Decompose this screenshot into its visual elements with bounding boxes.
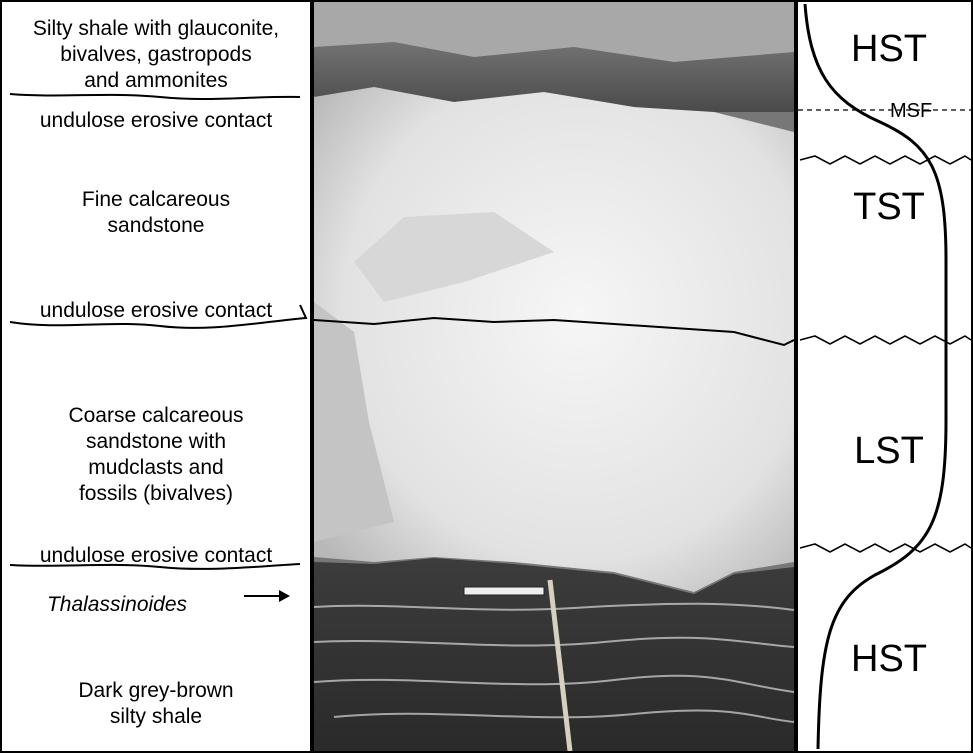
unit4-description: Dark grey-brown silty shale: [6, 678, 306, 730]
hst-top-label: HST: [834, 28, 944, 71]
unit3-line2: sandstone with: [6, 429, 306, 455]
tst-label: TST: [834, 186, 944, 229]
unit2-description: Fine calcareous sandstone: [6, 187, 306, 239]
sequence-stratigraphy-column: HST MSF TST LST HST: [796, 0, 973, 753]
unit3-line1: Coarse calcareous: [6, 403, 306, 429]
unit3-line4: fossils (bivalves): [6, 481, 306, 507]
lithology-description-column: Silty shale with glauconite, bivalves, g…: [0, 0, 312, 753]
msf-label: MSF: [890, 100, 950, 123]
contact3-label: undulose erosive contact: [6, 543, 306, 569]
contact2-label: undulose erosive contact: [6, 298, 306, 324]
thalassinoides-label: Thalassinoides: [2, 592, 232, 618]
unit1-line2: bivalves, gastropods: [6, 42, 306, 68]
unit1-line3: and ammonites: [6, 68, 306, 94]
unit3-line3: mudclasts and: [6, 455, 306, 481]
unit1-line1: Silty shale with glauconite,: [6, 16, 306, 42]
unit4-line1: Dark grey-brown: [6, 678, 306, 704]
unit3-description: Coarse calcareous sandstone with mudclas…: [6, 403, 306, 507]
outcrop-photo-drawing: [314, 2, 794, 751]
scale-bar: [464, 587, 544, 595]
outcrop-photograph: [312, 0, 796, 753]
unit2-line1: Fine calcareous: [6, 187, 306, 213]
dark-silty-shale-layer: [314, 558, 794, 751]
lst-label: LST: [834, 430, 944, 473]
unit2-line2: sandstone: [6, 213, 306, 239]
unit1-description: Silty shale with glauconite, bivalves, g…: [6, 16, 306, 94]
unit4-line2: silty shale: [6, 704, 306, 730]
contact1-label: undulose erosive contact: [6, 108, 306, 134]
hst-bottom-label: HST: [834, 638, 944, 681]
